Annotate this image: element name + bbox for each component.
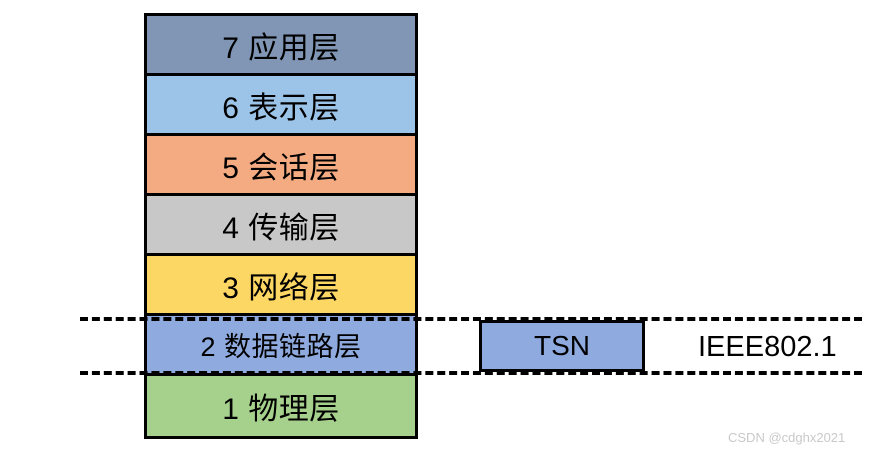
- watermark: CSDN @cdghx2021: [728, 430, 846, 445]
- osi-layer-1-label: 1 物理层: [222, 393, 340, 426]
- ieee-standard-label: IEEE802.1: [698, 331, 837, 363]
- osi-layer-3-label: 3 网络层: [222, 271, 340, 305]
- tsn-box-label: TSN: [534, 330, 590, 361]
- osi-layer-7-label: 7 应用层: [222, 31, 340, 65]
- osi-layer-stack: 7 应用层 6 表示层 5 会话层 4 传输层 3 网络层 2 数据链路层 1 …: [144, 13, 418, 439]
- osi-layer-4-label: 4 传输层: [222, 211, 340, 245]
- osi-layer-1: 1 物理层: [147, 376, 415, 436]
- osi-layer-2-label: 2 数据链路层: [200, 332, 362, 362]
- osi-layer-2: 2 数据链路层: [147, 316, 415, 376]
- dashed-boundary-line-top: [80, 317, 862, 321]
- osi-layer-5-label: 5 会话层: [222, 151, 340, 185]
- osi-layer-6: 6 表示层: [147, 76, 415, 136]
- tsn-box: TSN: [479, 320, 645, 372]
- dashed-boundary-line-bottom: [80, 371, 862, 375]
- osi-layer-4: 4 传输层: [147, 196, 415, 256]
- osi-layer-5: 5 会话层: [147, 136, 415, 196]
- osi-layer-3: 3 网络层: [147, 256, 415, 316]
- osi-layer-6-label: 6 表示层: [222, 91, 340, 125]
- osi-layer-7: 7 应用层: [147, 16, 415, 76]
